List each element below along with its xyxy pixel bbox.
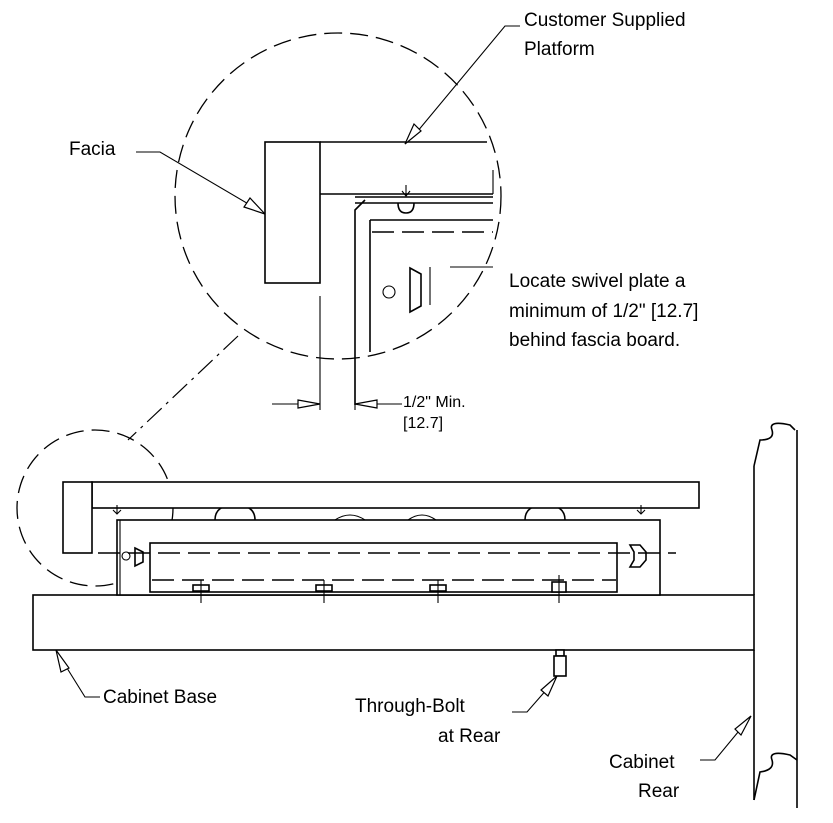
- cabinet-base-leader: [55, 649, 100, 698]
- cabinet-base: [32, 594, 755, 651]
- detail-dimension: [272, 296, 402, 410]
- label-note-line1: Locate swivel plate a: [509, 271, 686, 292]
- detail-roller: [382, 266, 422, 314]
- facia-leader: [136, 151, 266, 215]
- facia-board: [62, 481, 93, 554]
- swivel-platform: [91, 481, 700, 509]
- detail-circle: [174, 32, 502, 360]
- left-bracket: [121, 546, 144, 568]
- detail-link-line: [127, 335, 239, 441]
- label-facia: Facia: [69, 139, 116, 160]
- label-through-bolt-line1: Through-Bolt: [355, 696, 466, 717]
- platform-leader: [404, 25, 520, 145]
- base-frame: [98, 519, 676, 596]
- label-through-bolt-line2: at Rear: [438, 726, 501, 747]
- label-cabinet-rear-line2: Rear: [638, 781, 680, 802]
- label-dimension-line2: [12.7]: [403, 415, 443, 432]
- label-platform-line2: Platform: [524, 39, 595, 60]
- label-note-line3: behind fascia board.: [509, 330, 680, 351]
- label-platform-line1: Customer Supplied: [524, 10, 686, 31]
- cabinet-rear: [753, 422, 798, 808]
- right-bracket: [628, 544, 647, 568]
- label-dimension-line1: 1/2" Min.: [403, 394, 466, 411]
- label-cabinet-rear-line1: Cabinet: [609, 752, 675, 773]
- platform-stops: [112, 505, 646, 515]
- fasteners: [192, 575, 567, 603]
- through-bolt-leader: [512, 675, 558, 713]
- through-bolt: [553, 649, 567, 677]
- label-cabinet-base: Cabinet Base: [103, 687, 217, 708]
- cabinet-rear-leader: [700, 715, 752, 761]
- label-note-line2: minimum of 1/2" [12.7]: [509, 301, 698, 322]
- detail-base-frame: [354, 199, 493, 405]
- detail-swivel-plate: [355, 185, 493, 214]
- detail-facia-board: [264, 141, 321, 284]
